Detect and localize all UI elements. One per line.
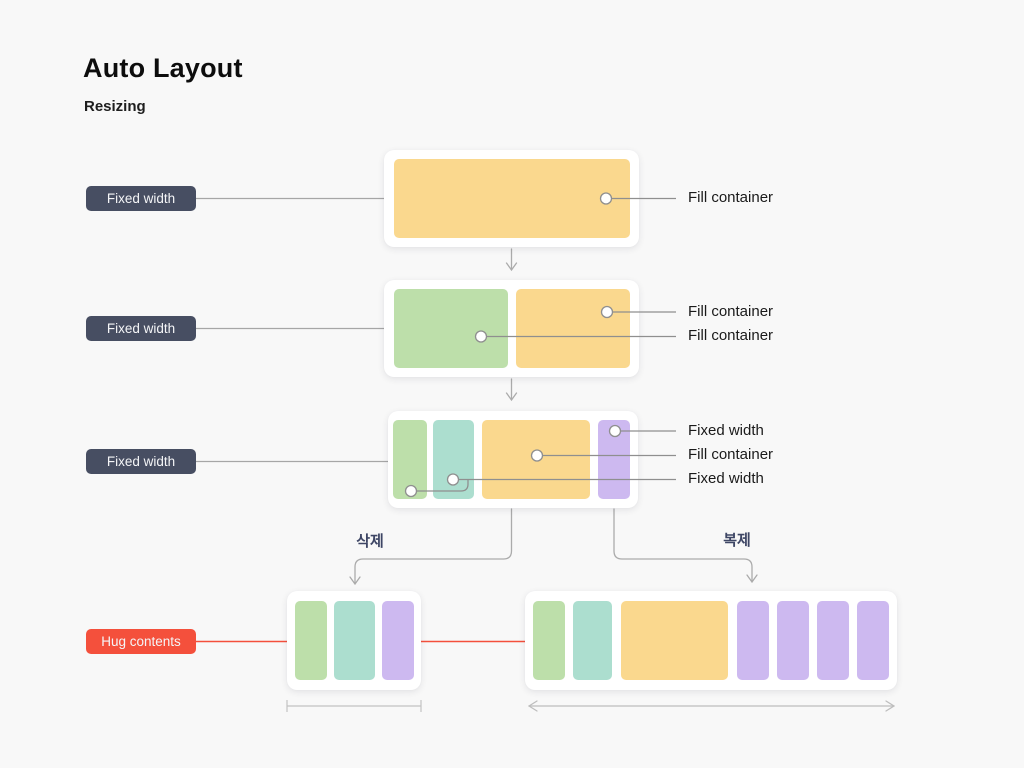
- badge-fixed-width-row3: Fixed width: [86, 449, 196, 474]
- arrow-down-icon: [505, 248, 518, 272]
- annotation-row2-fill-container-1: Fill container: [688, 303, 774, 320]
- arrow-down-icon: [505, 378, 518, 402]
- page-title: Auto Layout: [83, 53, 243, 83]
- block-green: [295, 601, 327, 680]
- block-green: [533, 601, 565, 680]
- block-teal: [334, 601, 375, 680]
- block-yellow-fill-container: [516, 289, 630, 368]
- annotation-row1-fill-container: Fill container: [688, 189, 774, 206]
- flow-label-delete: 삭제: [356, 533, 384, 550]
- block-teal: [573, 601, 612, 680]
- badge-hug-contents: Hug contents: [86, 629, 196, 654]
- block-purple: [777, 601, 809, 680]
- frame-hug-contents-large: [525, 591, 897, 690]
- badge-fixed-width-row1: Fixed width: [86, 186, 196, 211]
- block-yellow: [621, 601, 728, 680]
- frame-row1: [384, 150, 639, 247]
- block-purple: [857, 601, 889, 680]
- annotation-row3-fixed-width-2: Fixed width: [688, 470, 764, 487]
- frame-row2: [384, 280, 639, 377]
- annotation-row3-fill-container: Fill container: [688, 446, 774, 463]
- block-purple: [737, 601, 769, 680]
- block-purple-fixed-width: [598, 420, 630, 499]
- page-subtitle: Resizing: [84, 98, 146, 115]
- badge-fixed-width-row2: Fixed width: [86, 316, 196, 341]
- block-teal-fixed-width: [433, 420, 474, 499]
- fixed-width-measure-line: [286, 700, 422, 712]
- block-yellow-fill-container: [482, 420, 590, 499]
- block-purple: [817, 601, 849, 680]
- stretch-width-arrow: [527, 700, 896, 712]
- block-green-fixed-width: [393, 420, 427, 499]
- block-yellow-fill-container: [394, 159, 630, 238]
- block-green-fill-container: [394, 289, 508, 368]
- frame-hug-contents-small: [287, 591, 421, 690]
- flow-label-duplicate: 복제: [723, 532, 751, 549]
- block-purple: [382, 601, 414, 680]
- frame-row3: [388, 411, 638, 508]
- annotation-row2-fill-container-2: Fill container: [688, 327, 774, 344]
- annotation-row3-fixed-width-1: Fixed width: [688, 422, 764, 439]
